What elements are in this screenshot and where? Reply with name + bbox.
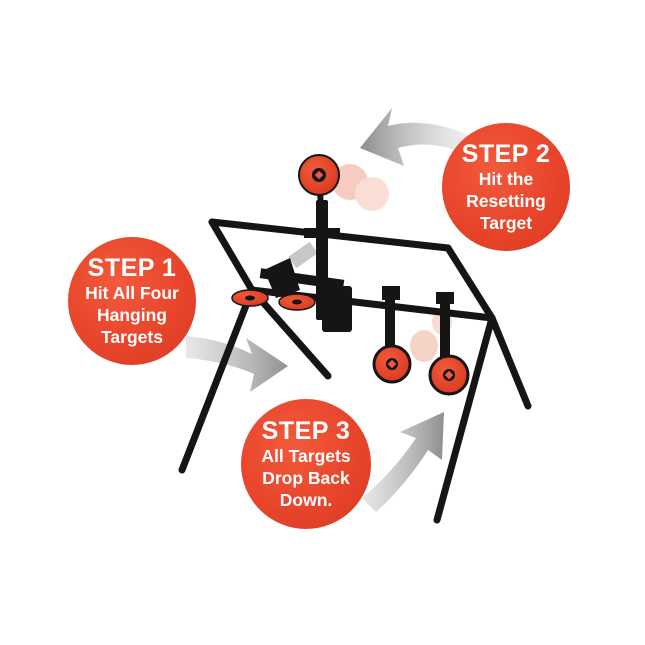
step-3-line-2: Drop Back bbox=[262, 468, 350, 488]
step-1-line-2: Hanging bbox=[97, 305, 167, 325]
step-2-line-1: Hit the bbox=[478, 169, 534, 189]
step-3-title: STEP 3 bbox=[261, 417, 351, 445]
right-hanging-targets bbox=[372, 286, 470, 396]
arrow-step-1 bbox=[186, 336, 288, 392]
arrow-step-2 bbox=[360, 108, 468, 166]
step-2-bubble: STEP 2 Hit the Resetting Target bbox=[442, 123, 570, 251]
step-1-title: STEP 1 bbox=[87, 254, 177, 282]
step-2-line-2: Resetting bbox=[466, 191, 546, 211]
stand-frame bbox=[178, 218, 532, 524]
step-1-line-3: Targets bbox=[101, 327, 163, 347]
center-post bbox=[259, 200, 352, 332]
resetting-target bbox=[298, 154, 340, 233]
arrow-step-3 bbox=[362, 412, 444, 512]
step-1-line-1: Hit All Four bbox=[85, 283, 179, 303]
step-1-bubble: STEP 1 Hit All Four Hanging Targets bbox=[68, 237, 196, 365]
step-3-line-3: Down. bbox=[279, 490, 333, 510]
step-2-title: STEP 2 bbox=[461, 140, 551, 168]
step-2-line-3: Target bbox=[479, 213, 533, 233]
step-3-bubble: STEP 3 All Targets Drop Back Down. bbox=[241, 399, 371, 529]
step-3-line-1: All Targets bbox=[261, 446, 351, 466]
left-hanging-targets bbox=[231, 289, 316, 311]
